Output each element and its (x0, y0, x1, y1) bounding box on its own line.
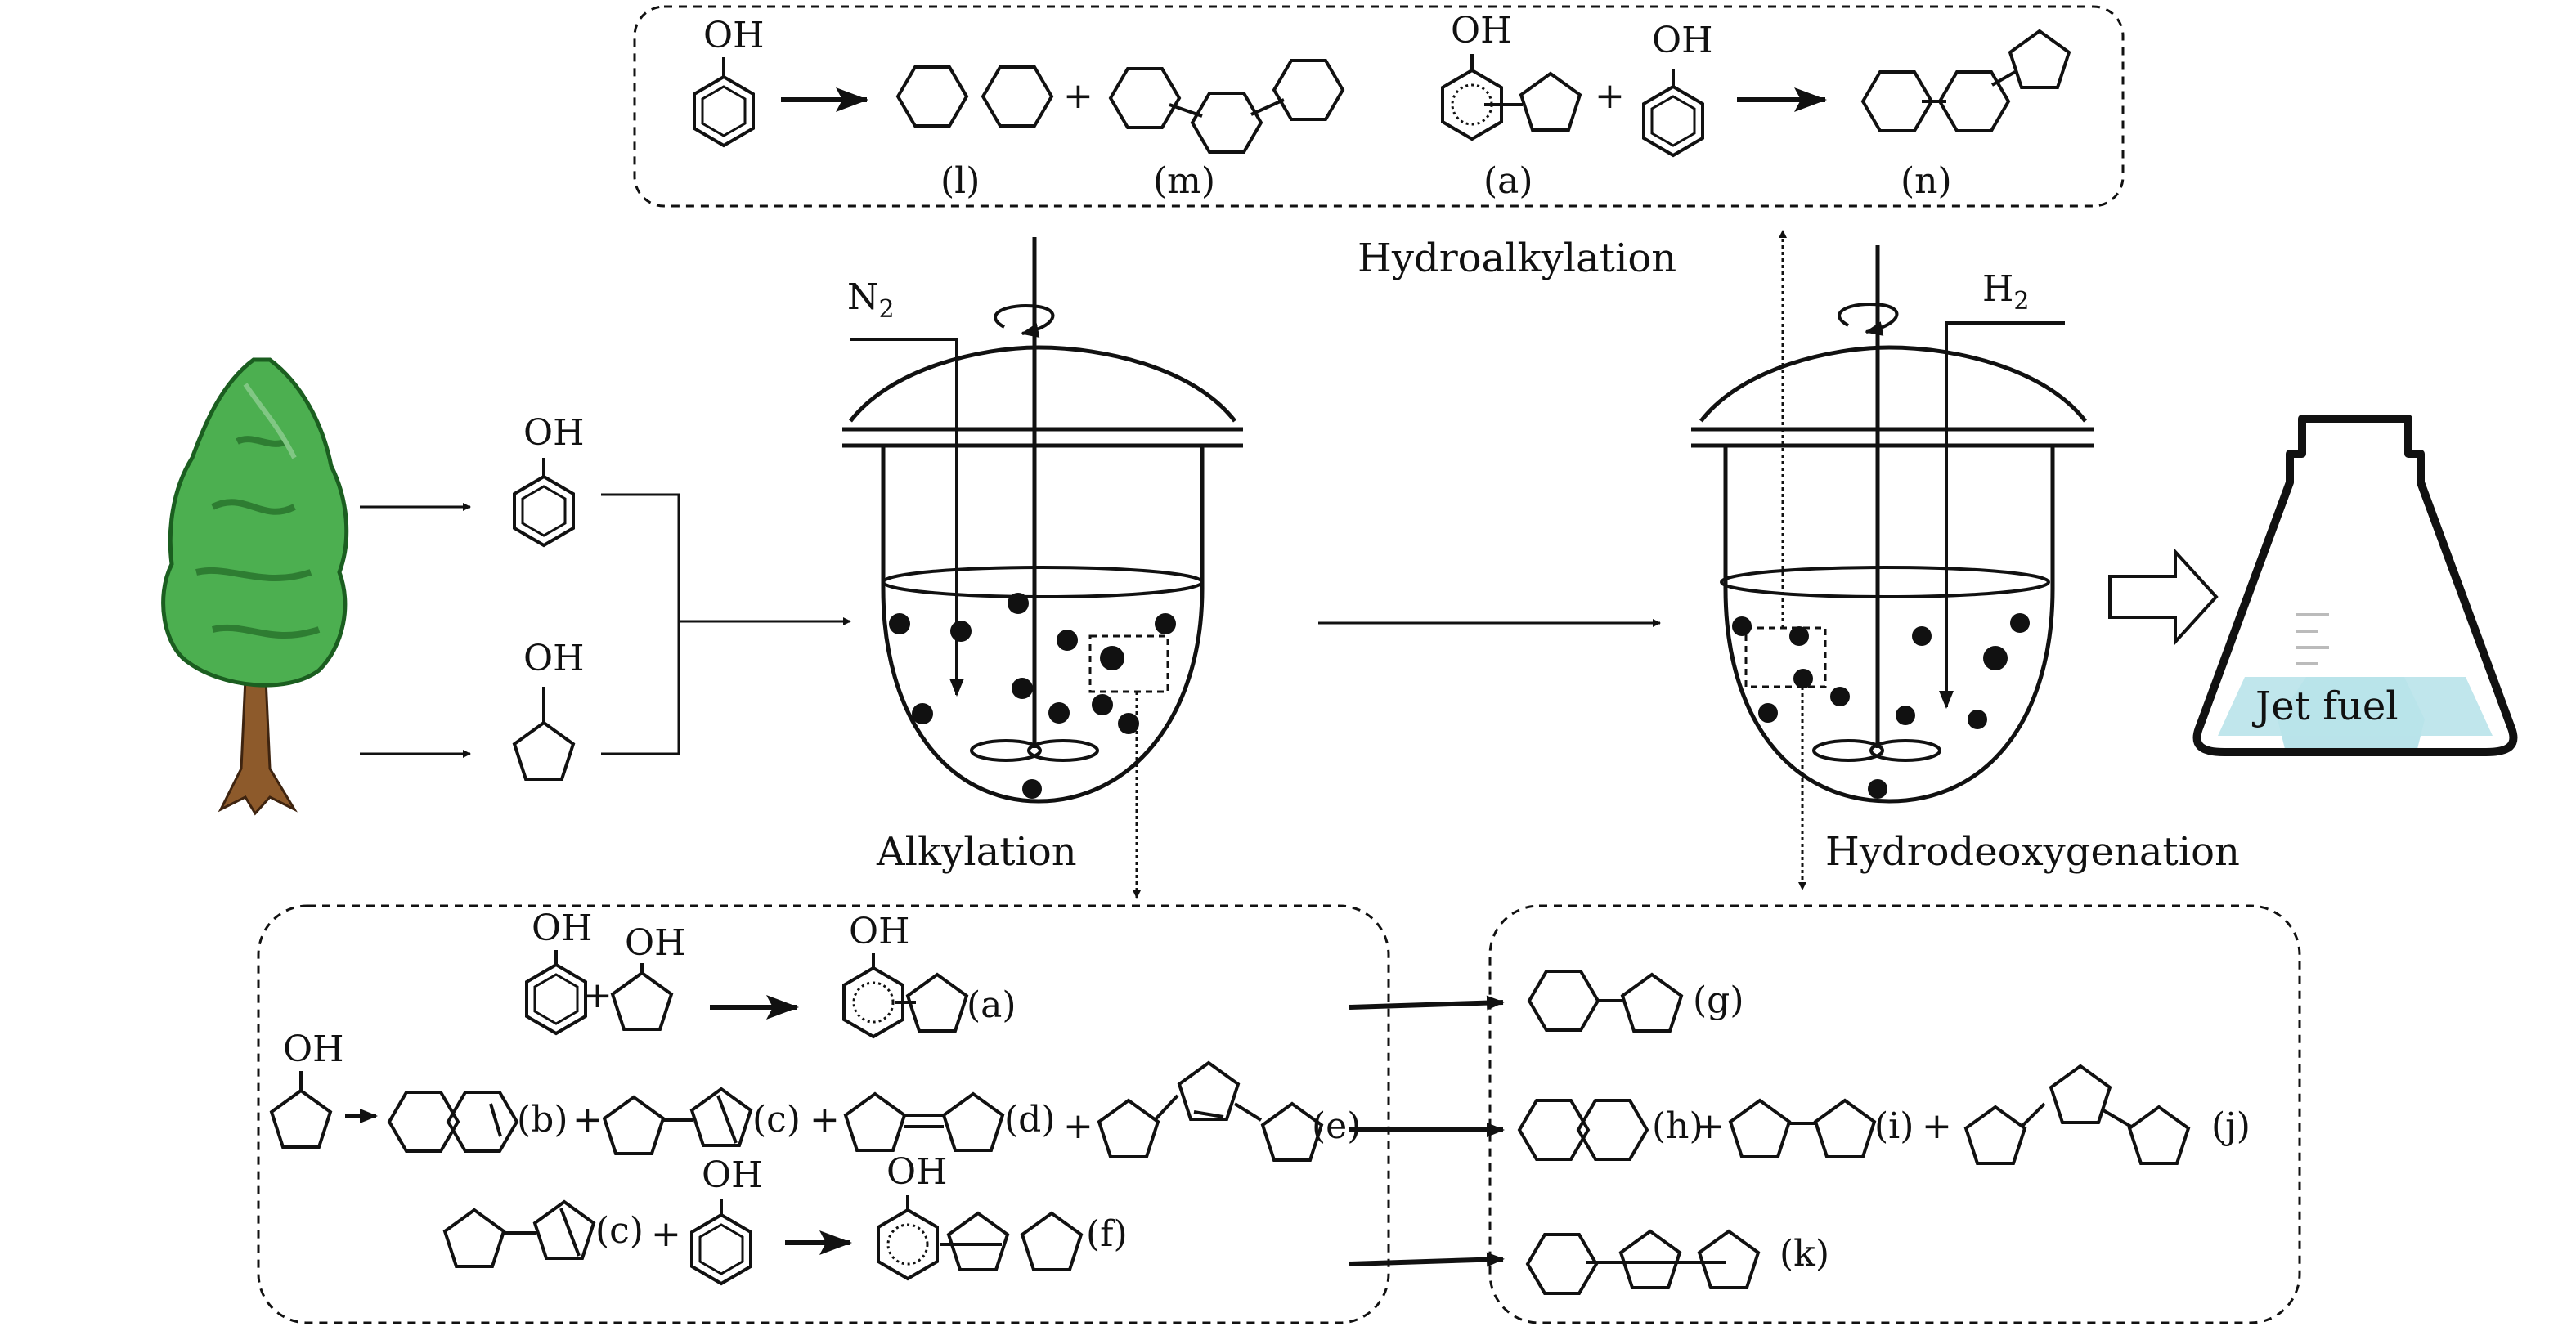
label-b: (b) (517, 1099, 568, 1141)
label-l: (l) (940, 160, 980, 202)
hdo-products-box (1488, 904, 2301, 1324)
svg-text:+: + (651, 1213, 681, 1255)
svg-text:+: + (582, 975, 613, 1016)
svg-text:OH: OH (283, 1028, 343, 1070)
svg-text:OH: OH (849, 911, 909, 952)
svg-text:+: + (1595, 75, 1625, 117)
svg-text:OH: OH (523, 638, 584, 679)
svg-text:+: + (1922, 1105, 1952, 1147)
h2-label: H2 (1982, 268, 2029, 316)
svg-text:+: + (1694, 1105, 1725, 1147)
label-m: (m) (1153, 160, 1215, 202)
label-c: (c) (752, 1099, 801, 1141)
bicyclohexyl-l (896, 65, 1053, 128)
label-k: (k) (1779, 1233, 1829, 1275)
products-h-i-j: (h) + (i) + (j) (1518, 1064, 2251, 1165)
svg-text:+: + (572, 1099, 603, 1141)
oh-label-top1: OH (703, 15, 764, 56)
hollow-arrow (2108, 547, 2219, 647)
label-j: (j) (2211, 1105, 2251, 1147)
hydrodeoxygenation-reactor (1691, 230, 2094, 890)
hydrodeoxygenation-label: Hydrodeoxygenation (1825, 829, 2240, 875)
reaction-row-1: OH + OH OH (a) (525, 908, 1016, 1038)
svg-text:OH: OH (625, 922, 685, 964)
reaction-row-2: OH (b) + (c) + (d) + (e) (270, 1028, 1361, 1162)
jet-fuel-flask: Jet fuel (2192, 415, 2518, 756)
label-n: (n) (1901, 160, 1952, 202)
label-c-row3: (c) (595, 1210, 644, 1252)
label-d: (d) (1004, 1099, 1056, 1141)
alkylation-label: Alkylation (876, 829, 1077, 875)
label-a: (a) (967, 984, 1016, 1026)
reaction-row-3: (c) + OH OH (f) (443, 1151, 1128, 1285)
svg-text:OH: OH (702, 1154, 762, 1196)
product-k: (k) (1526, 1230, 1829, 1295)
svg-text:OH: OH (886, 1151, 947, 1193)
tree-illustration (161, 357, 349, 816)
tercyclohexyl-m (1109, 59, 1344, 154)
svg-text:OH: OH (1652, 20, 1712, 61)
plus-top1: + (1063, 75, 1093, 117)
cyclopentanol-feed: OH (513, 638, 584, 781)
label-f: (f) (1086, 1213, 1128, 1255)
alkylation-reactor (842, 237, 1243, 899)
svg-text:+: + (810, 1099, 840, 1141)
compound-a-top: OH (1441, 10, 1582, 141)
n2-label: N2 (847, 276, 895, 324)
alkylation-products-box (257, 904, 1390, 1324)
phenol-top-left: OH (693, 15, 764, 147)
label-a-top: (a) (1483, 160, 1533, 202)
hydroalkylation-label: Hydroalkylation (1358, 235, 1676, 281)
jet-fuel-label: Jet fuel (2251, 683, 2399, 729)
svg-text:OH: OH (532, 908, 592, 949)
compound-n (1861, 29, 2071, 132)
svg-text:+: + (1063, 1105, 1093, 1147)
label-h: (h) (1652, 1105, 1703, 1147)
svg-text:OH: OH (523, 412, 584, 454)
label-i: (i) (1874, 1105, 1914, 1147)
hydroalkylation-box (633, 5, 2125, 208)
label-g: (g) (1693, 979, 1744, 1021)
phenol-top-right: OH (1642, 20, 1712, 157)
label-e: (e) (1312, 1105, 1361, 1147)
product-g: (g) (1528, 970, 1744, 1033)
phenol-feed: OH (513, 412, 584, 547)
svg-text:OH: OH (1451, 10, 1511, 52)
